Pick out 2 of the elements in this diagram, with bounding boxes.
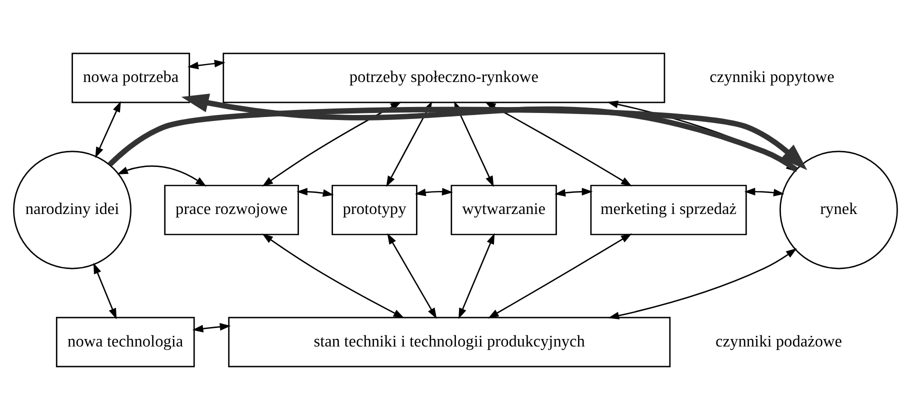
- label: czynniki popytowe: [710, 67, 834, 86]
- label: czynniki podażowe: [716, 331, 842, 350]
